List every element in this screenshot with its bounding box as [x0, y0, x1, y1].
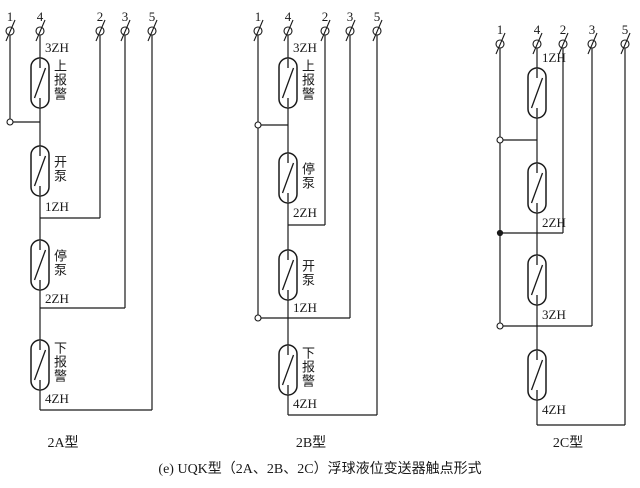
- terminal-number: 3: [588, 22, 596, 37]
- terminal-number: 2: [96, 9, 104, 24]
- float-switch-symbol: [30, 239, 50, 291]
- terminal-symbol: [532, 32, 543, 55]
- terminal-symbol: [620, 32, 631, 55]
- terminal-number: 5: [621, 22, 629, 37]
- terminal-symbol: [372, 19, 383, 42]
- terminal-number: 3: [121, 9, 129, 24]
- terminal-symbol: [283, 19, 294, 42]
- function-label: 停泵: [52, 249, 67, 277]
- terminal-number: 1: [254, 9, 262, 24]
- terminal-symbol: [558, 32, 569, 55]
- diagram-2a-switches: [30, 57, 50, 391]
- contact-label: 2ZH: [293, 205, 317, 220]
- terminal-symbol: [5, 19, 16, 42]
- diagram-title: 2C型: [552, 436, 584, 451]
- function-label: 开泵: [300, 259, 315, 287]
- float-switch-symbol: [278, 344, 298, 396]
- terminal-symbol: [35, 19, 46, 42]
- contact-label: 3ZH: [293, 40, 317, 55]
- diagram-2b-wiring: [257, 35, 378, 416]
- diagram-title: 2B型: [295, 436, 327, 451]
- diagram-2b-terminals: [253, 19, 383, 42]
- terminal-number: 4: [36, 9, 44, 24]
- contact-label: 2ZH: [542, 215, 566, 230]
- float-switch-symbol: [30, 339, 50, 391]
- terminal-number: 3: [346, 9, 354, 24]
- junction-circle: [496, 136, 504, 144]
- terminal-number: 2: [321, 9, 329, 24]
- terminal-number: 5: [148, 9, 156, 24]
- diagram-title: 2A型: [47, 436, 79, 451]
- float-switch-symbol: [527, 254, 547, 306]
- function-label: 停泵: [300, 162, 315, 190]
- float-switch-symbol: [278, 249, 298, 301]
- contact-label: 4ZH: [542, 402, 566, 417]
- diagram-2b-switches: [278, 57, 298, 396]
- terminal-symbol: [587, 32, 598, 55]
- float-switch-symbol: [30, 145, 50, 197]
- junction-circle: [254, 121, 262, 129]
- junction-circle: [6, 118, 14, 126]
- function-label: 开泵: [52, 155, 67, 183]
- diagram-2c-wiring: [499, 48, 626, 426]
- terminal-symbol: [253, 19, 264, 42]
- function-label: 上报警: [52, 59, 67, 101]
- terminal-number: 1: [496, 22, 504, 37]
- terminal-symbol: [345, 19, 356, 42]
- float-switch-symbol: [30, 57, 50, 109]
- float-switch-symbol: [527, 349, 547, 401]
- contact-label: 4ZH: [45, 391, 69, 406]
- terminal-number: 2: [559, 22, 567, 37]
- terminal-symbol: [495, 32, 506, 55]
- contact-label: 2ZH: [45, 291, 69, 306]
- contact-label: 4ZH: [293, 396, 317, 411]
- diagram-2a-wiring: [9, 35, 153, 411]
- terminal-number: 4: [533, 22, 541, 37]
- function-label: 下报警: [52, 341, 67, 383]
- junction-circle: [254, 314, 262, 322]
- contact-label: 1ZH: [45, 199, 69, 214]
- junction-dot: [496, 229, 504, 237]
- terminal-number: 5: [373, 9, 381, 24]
- float-switch-symbol: [278, 57, 298, 109]
- junction-circle: [496, 322, 504, 330]
- diagram-2c-terminals: [495, 32, 631, 55]
- float-switch-symbol: [527, 67, 547, 119]
- float-switch-symbol: [527, 162, 547, 214]
- diagram-2c-switches: [527, 67, 547, 401]
- contact-label: 3ZH: [45, 40, 69, 55]
- float-switch-symbol: [278, 152, 298, 204]
- terminal-symbol: [120, 19, 131, 42]
- function-label: 上报警: [300, 59, 315, 101]
- terminal-symbol: [147, 19, 158, 42]
- diagram-2a-terminals: [5, 19, 158, 42]
- function-label: 下报警: [300, 346, 315, 388]
- terminal-number: 4: [284, 9, 292, 24]
- figure-caption: (e) UQK型（2A、2B、2C）浮球液位变送器触点形式: [158, 462, 482, 477]
- terminal-symbol: [95, 19, 106, 42]
- contact-label: 1ZH: [293, 300, 317, 315]
- terminal-symbol: [320, 19, 331, 42]
- contact-label: 3ZH: [542, 307, 566, 322]
- contact-label: 1ZH: [542, 50, 566, 65]
- terminal-number: 1: [6, 9, 14, 24]
